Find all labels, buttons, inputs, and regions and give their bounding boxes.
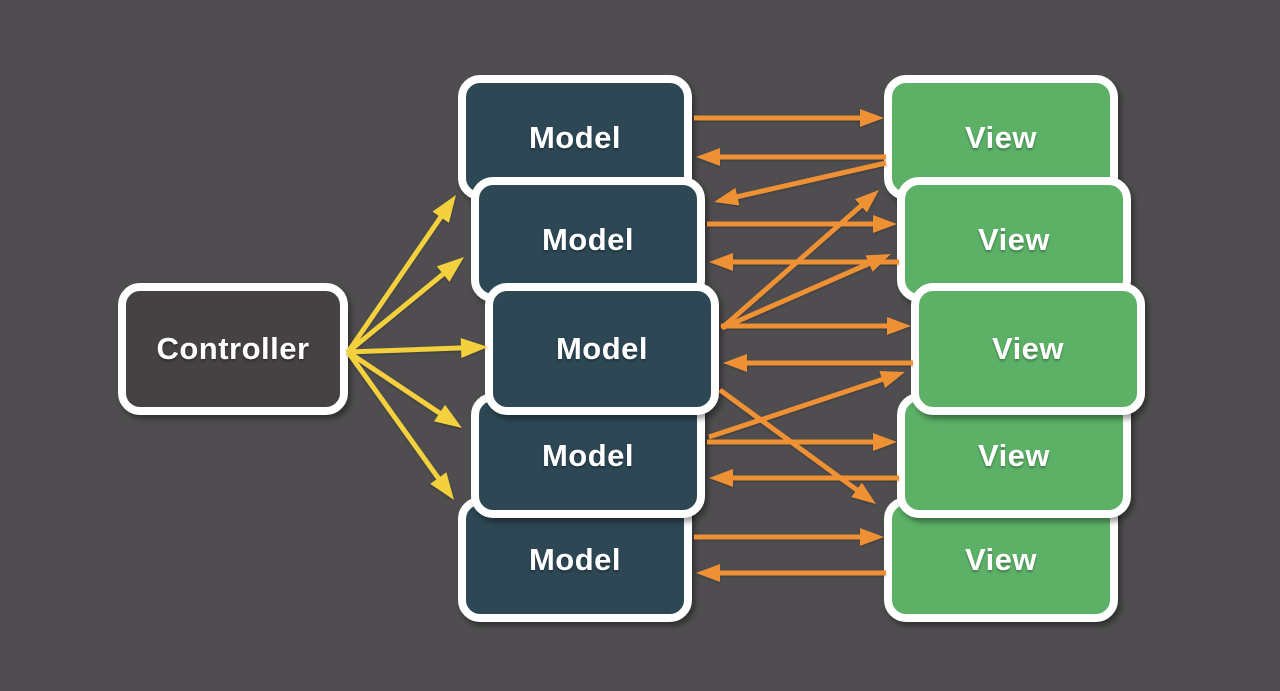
view-box-view-3: View — [911, 283, 1145, 415]
view-4-label: View — [977, 437, 1051, 473]
view-1-label: View — [964, 119, 1038, 155]
controller-box-controller: Controller — [118, 283, 348, 415]
view-box-view-2: View — [897, 177, 1131, 302]
controller-label: Controller — [156, 331, 310, 366]
model-1-label: Model — [528, 119, 622, 155]
view-3-label: View — [991, 331, 1065, 366]
view-5-label: View — [964, 541, 1038, 577]
model-2-label: Model — [541, 221, 635, 257]
model-5-label: Model — [528, 541, 622, 577]
model-3-label: Model — [555, 331, 649, 366]
model-box-model-3: Model — [485, 283, 719, 415]
view-2-label: View — [977, 221, 1051, 257]
model-box-model-2: Model — [471, 177, 705, 302]
model-4-label: Model — [541, 437, 635, 473]
